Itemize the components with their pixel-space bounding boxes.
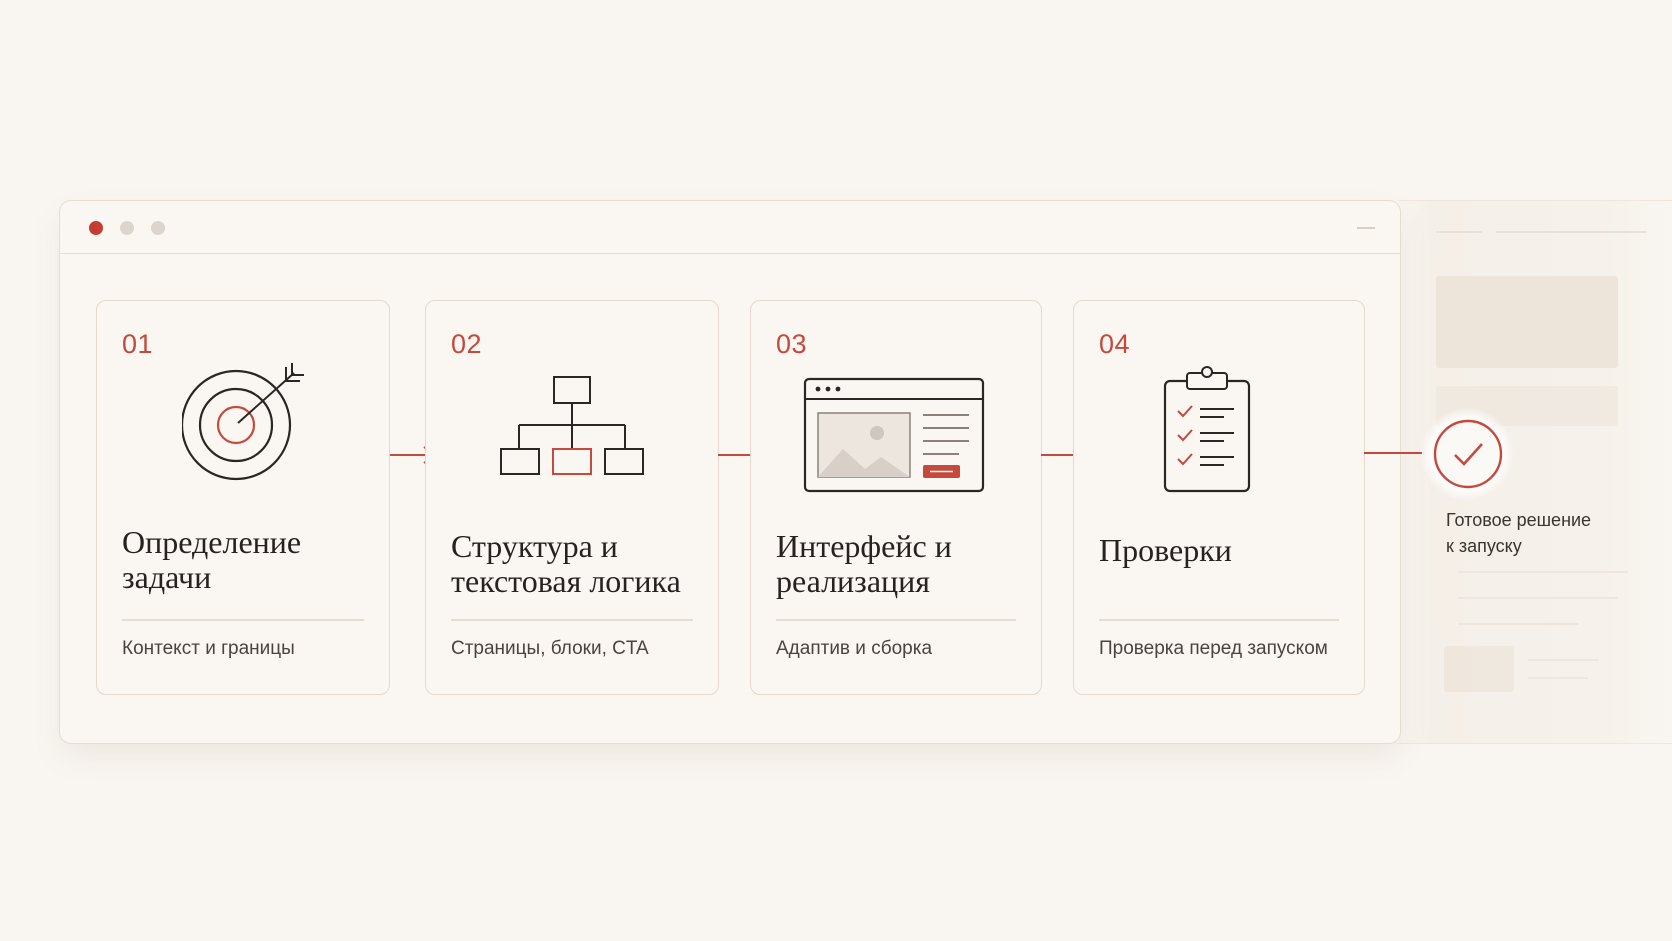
close-window-dot[interactable] [89, 221, 103, 235]
card-divider [1099, 619, 1339, 621]
step-title: Структура и текстовая логика [451, 528, 681, 599]
step-card-4: 04 Проверки Проверка перед запуском [1073, 300, 1365, 695]
step-subtitle: Страницы, блоки, CTA [451, 638, 649, 659]
check-circle-icon [1433, 419, 1503, 489]
card-divider [122, 619, 364, 621]
target-icon [182, 363, 304, 481]
step-title: Проверки [1099, 532, 1232, 568]
step-subtitle: Проверка перед запуском [1099, 638, 1328, 659]
step-title: Интерфейс и реализация [776, 528, 952, 599]
connector-line [1364, 452, 1422, 454]
step-number: 04 [1099, 329, 1131, 359]
step-subtitle: Адаптив и сборка [776, 638, 933, 659]
card-divider [451, 619, 693, 621]
clipboard-checklist-icon [1163, 366, 1251, 493]
step-card-2: 02 Структура и текстовая логика Страницы… [425, 300, 719, 695]
step-card-3: 03 Интерфейс и реализация Адаптив и сбор… [750, 300, 1042, 695]
sitemap-icon [500, 376, 644, 475]
final-label: Готовое решение к запуску [1446, 510, 1592, 556]
step-number: 01 [122, 329, 154, 359]
browser-layout-icon [803, 377, 985, 493]
minimize-window-dot[interactable] [120, 221, 134, 235]
step-number: 03 [776, 329, 808, 359]
window-titlebar [60, 201, 1400, 254]
minimize-icon[interactable] [1357, 227, 1375, 229]
maximize-window-dot[interactable] [151, 221, 165, 235]
step-title: Определение задачи [122, 524, 302, 595]
card-divider [776, 619, 1016, 621]
step-card-1: 01 Определение задачи Контекст и границы [96, 300, 390, 695]
step-subtitle: Контекст и границы [122, 638, 295, 659]
step-number: 02 [451, 329, 483, 359]
